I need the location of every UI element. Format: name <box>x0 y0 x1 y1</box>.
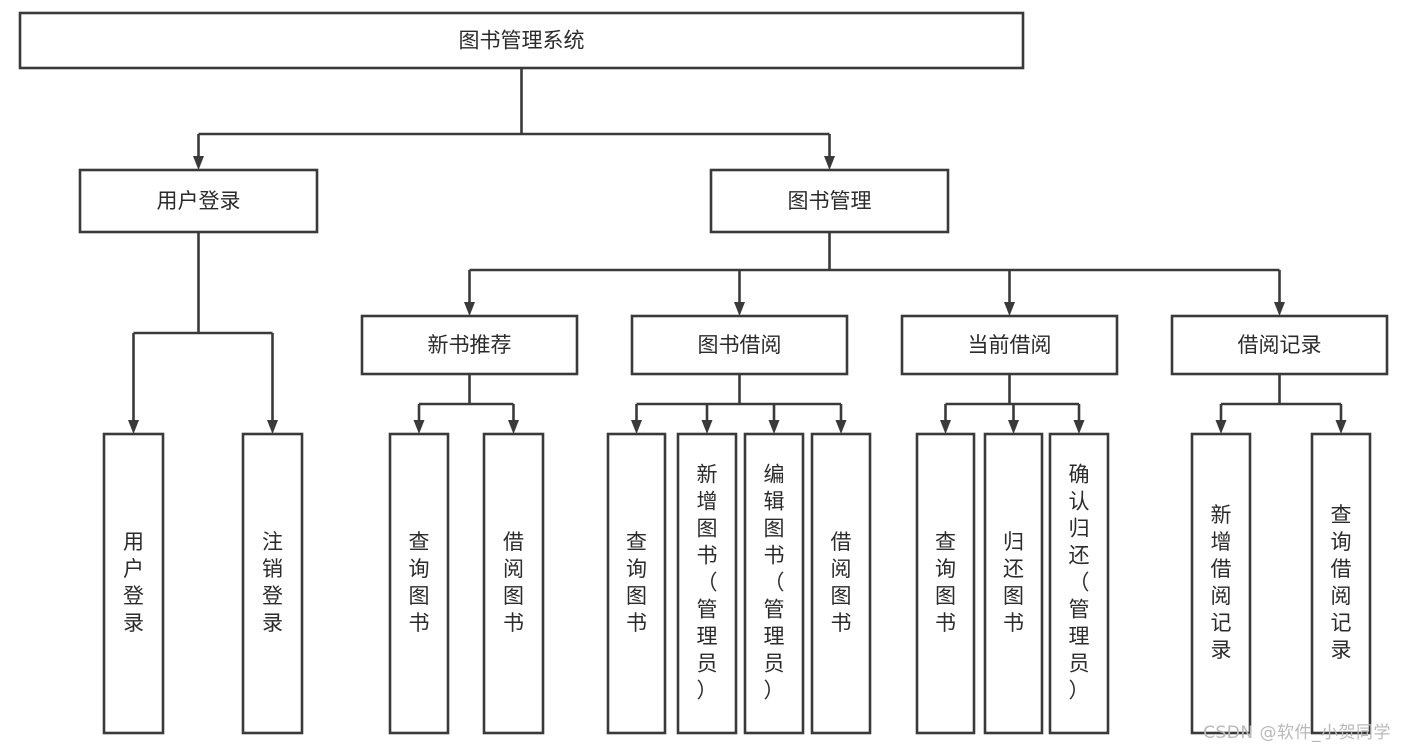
node-user-login[interactable]: 用户登录 <box>78 168 319 234</box>
node-label: 新书推荐 <box>428 333 512 357</box>
arrow-head <box>940 420 951 434</box>
arrow-head <box>768 420 780 434</box>
node-box <box>606 432 667 735</box>
node-leaf-query-record[interactable]: 查询借阅记录 <box>1310 432 1372 735</box>
node-label: 新增图书（管理员） <box>697 463 718 703</box>
node-box <box>810 432 872 735</box>
node-label: 新增借阅记录 <box>1211 503 1232 662</box>
arrow-head <box>1215 420 1227 434</box>
node-label: 用户登录 <box>123 530 144 635</box>
node-label: 查询借阅记录 <box>1331 503 1352 662</box>
node-leaf-query-book-2[interactable]: 查询图书 <box>606 432 667 735</box>
node-box <box>983 432 1044 735</box>
connector-book-borrow <box>631 374 847 434</box>
node-box <box>360 314 579 376</box>
node-borrow-record[interactable]: 借阅记录 <box>1170 314 1389 376</box>
node-label: 用户登录 <box>157 189 241 213</box>
node-box <box>1048 432 1110 735</box>
node-box <box>676 432 738 735</box>
node-leaf-confirm-return[interactable]: 确认归还（管理员） <box>1048 432 1110 735</box>
arrow-head <box>267 420 278 434</box>
node-label: 查询图书 <box>626 530 647 635</box>
node-box <box>630 314 849 376</box>
node-new-book-rec[interactable]: 新书推荐 <box>360 314 579 376</box>
node-book-borrow[interactable]: 图书借阅 <box>630 314 849 376</box>
node-label: 归还图书 <box>1003 530 1024 635</box>
node-label: 查询图书 <box>409 530 430 635</box>
node-leaf-borrow-book-1[interactable]: 借阅图书 <box>482 432 545 735</box>
node-leaf-borrow-book-2[interactable]: 借阅图书 <box>810 432 872 735</box>
node-label: 图书管理系统 <box>459 29 585 53</box>
arrow-head <box>824 156 835 170</box>
node-label: 确认归还（管理员） <box>1069 463 1090 703</box>
node-leaf-add-book[interactable]: 新增图书（管理员） <box>676 432 738 735</box>
node-leaf-edit-book[interactable]: 编辑图书（管理员） <box>743 432 805 735</box>
node-label: 当前借阅 <box>968 333 1052 357</box>
node-label: 借阅图书 <box>831 530 852 635</box>
node-leaf-user-login[interactable]: 用户登录 <box>102 432 165 735</box>
node-box <box>78 168 319 234</box>
node-label: 借阅记录 <box>1238 333 1322 357</box>
arrow-head <box>1008 420 1019 434</box>
connector-root <box>193 68 835 170</box>
node-current-borrow[interactable]: 当前借阅 <box>900 314 1119 376</box>
connector-new-book-rec <box>413 374 519 434</box>
node-leaf-query-book-1[interactable]: 查询图书 <box>388 432 450 735</box>
node-layer: 图书管理系统用户登录图书管理新书推荐图书借阅当前借阅借阅记录用户登录注销登录查询… <box>18 11 1389 735</box>
connector-book-manage <box>464 232 1285 316</box>
arrow-head <box>1274 302 1285 316</box>
node-label: 图书借阅 <box>698 333 782 357</box>
arrow-head <box>128 420 139 434</box>
node-box <box>18 11 1025 70</box>
node-box <box>102 432 165 735</box>
node-box <box>743 432 805 735</box>
node-leaf-return-book[interactable]: 归还图书 <box>983 432 1044 735</box>
node-label: 借阅图书 <box>503 530 524 635</box>
node-box <box>709 168 950 234</box>
arrow-head <box>508 420 519 434</box>
connector-current-borrow <box>940 374 1085 434</box>
watermark-label: CSDN @软件_小贺同学 <box>1203 723 1391 743</box>
node-label: 注销登录 <box>262 530 283 635</box>
node-leaf-add-record[interactable]: 新增借阅记录 <box>1190 432 1252 735</box>
node-box <box>900 314 1119 376</box>
arrow-head <box>734 302 745 316</box>
node-label: 查询图书 <box>935 530 956 635</box>
node-box <box>1190 432 1252 735</box>
connector-borrow-record <box>1215 374 1347 434</box>
arrow-head <box>1004 302 1015 316</box>
node-box <box>915 432 976 735</box>
node-leaf-query-book-3[interactable]: 查询图书 <box>915 432 976 735</box>
connector-layer <box>128 68 1347 434</box>
node-box <box>1170 314 1389 376</box>
node-book-manage[interactable]: 图书管理 <box>709 168 950 234</box>
node-root[interactable]: 图书管理系统 <box>18 11 1025 70</box>
arrow-head <box>193 156 204 170</box>
arrow-head <box>413 420 425 434</box>
node-box <box>1310 432 1372 735</box>
arrow-head <box>1073 420 1085 434</box>
arrow-head <box>701 420 713 434</box>
node-box <box>482 432 545 735</box>
connector-user-login <box>128 232 278 434</box>
node-label: 编辑图书（管理员） <box>764 463 785 703</box>
node-box <box>241 432 304 735</box>
arrow-head <box>631 420 642 434</box>
arrow-head <box>1335 420 1347 434</box>
node-leaf-logout[interactable]: 注销登录 <box>241 432 304 735</box>
arrow-head <box>835 420 847 434</box>
node-label: 图书管理 <box>788 189 872 213</box>
node-box <box>388 432 450 735</box>
arrow-head <box>464 302 475 316</box>
